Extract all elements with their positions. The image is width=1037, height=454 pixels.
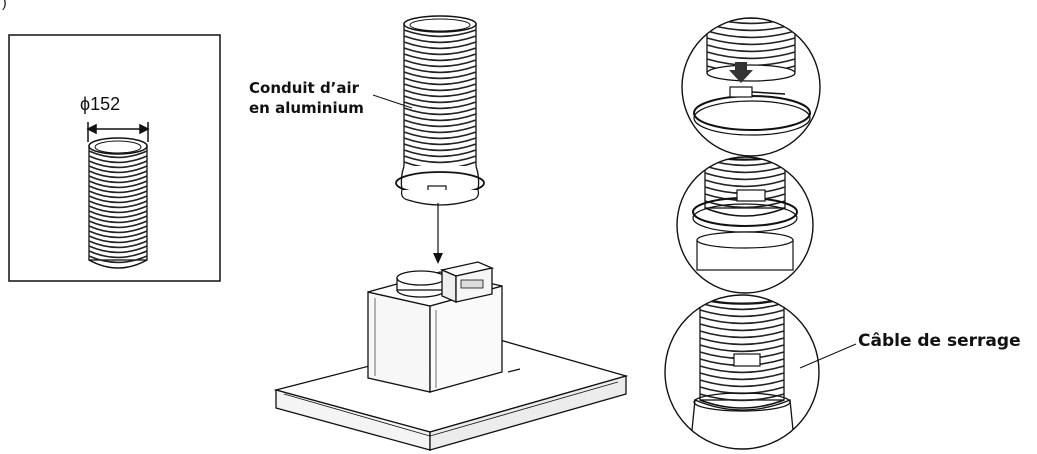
duct-label-line2: en aluminium (249, 99, 364, 117)
circle3-duct-rib (699, 372, 785, 381)
tall-duct-rib (403, 101, 477, 110)
small-duct-rib (88, 170, 148, 179)
corner-mark: ) (2, 0, 7, 10)
tall-duct-rib (403, 107, 477, 116)
tall-duct-rib (403, 113, 477, 122)
tall-duct-rib (403, 77, 477, 86)
tall-duct-rib (403, 41, 477, 50)
small-duct-rib (88, 160, 148, 169)
small-duct-rib (88, 205, 148, 214)
duct-detail-box (8, 34, 221, 282)
circle1-duct-rib (706, 51, 796, 60)
circle3-duct-rib (699, 379, 785, 388)
small-duct-rib (88, 195, 148, 204)
circle3-duct-rib (699, 302, 785, 311)
circle2-duct-rib (704, 179, 786, 188)
tall-duct-rib (403, 125, 477, 134)
small-duct-rib (88, 240, 148, 249)
small-duct-rib (88, 200, 148, 209)
down-arrow-icon (729, 62, 753, 83)
small-duct-rib (88, 150, 148, 159)
circle3-duct-rib (699, 309, 785, 318)
cable-label: Câble de serrage (858, 331, 1021, 351)
tall-duct-rib (403, 29, 477, 38)
duct-leader-line (372, 94, 413, 109)
small-duct-rib (88, 245, 148, 254)
tall-duct-rib (403, 59, 477, 68)
small-duct-rib (88, 155, 148, 164)
tall-duct-rib (403, 131, 477, 140)
small-duct-rib (88, 215, 148, 224)
small-duct-rib (88, 175, 148, 184)
diameter-label: ϕ152 (80, 94, 121, 114)
circle3-duct-rib (699, 323, 785, 332)
tall-duct-rib (403, 119, 477, 128)
tall-duct-rib (403, 137, 477, 146)
small-duct-rib (88, 235, 148, 244)
circle3-duct-rib (699, 337, 785, 346)
small-duct-rib (88, 185, 148, 194)
circle3-duct-rib (699, 330, 785, 339)
small-duct-rib (88, 165, 148, 174)
small-duct-rib (88, 210, 148, 219)
circle2-duct-rib (704, 172, 786, 181)
small-duct-rib (88, 220, 148, 229)
tall-duct-rib (403, 65, 477, 74)
tall-duct-rib (403, 149, 477, 158)
circle3-duct-rib (699, 344, 785, 353)
tall-duct-rib (403, 47, 477, 56)
small-duct-rib (88, 255, 148, 264)
clamp-step-2 (676, 156, 814, 294)
small-duct-rib (88, 225, 148, 234)
tall-duct-rib (403, 53, 477, 62)
tall-duct-rib (403, 143, 477, 152)
circle1-duct-rib (706, 37, 796, 46)
cable-leader-line (799, 343, 857, 369)
small-duct-rib (88, 230, 148, 239)
diameter-arrow (86, 122, 150, 142)
circle2-duct-rib (704, 165, 786, 174)
duct-label-line1: Conduit d’air (249, 79, 360, 97)
flexible-duct-icon (88, 137, 148, 269)
circle1-duct-rib (706, 30, 796, 39)
tall-duct-rib (403, 95, 477, 104)
small-duct-rib (88, 250, 148, 259)
clamp-step-3 (664, 294, 820, 450)
circle2-duct-rib (704, 200, 786, 209)
circle1-duct-rib (706, 44, 796, 53)
tall-duct-rib (403, 83, 477, 92)
circle3-duct-rib (699, 393, 785, 402)
clamp-step-1 (681, 17, 821, 157)
tall-duct-rib (403, 155, 477, 164)
tall-duct-rib (403, 89, 477, 98)
circle3-duct-rib (699, 365, 785, 374)
range-hood-icon (273, 261, 629, 451)
small-duct-rib (88, 190, 148, 199)
down-arrow (433, 203, 443, 264)
circle3-duct-rib (699, 316, 785, 325)
tall-duct-rib (403, 35, 477, 44)
tall-duct-rib (403, 71, 477, 80)
small-duct-rib (88, 180, 148, 189)
aluminium-duct (395, 15, 485, 206)
